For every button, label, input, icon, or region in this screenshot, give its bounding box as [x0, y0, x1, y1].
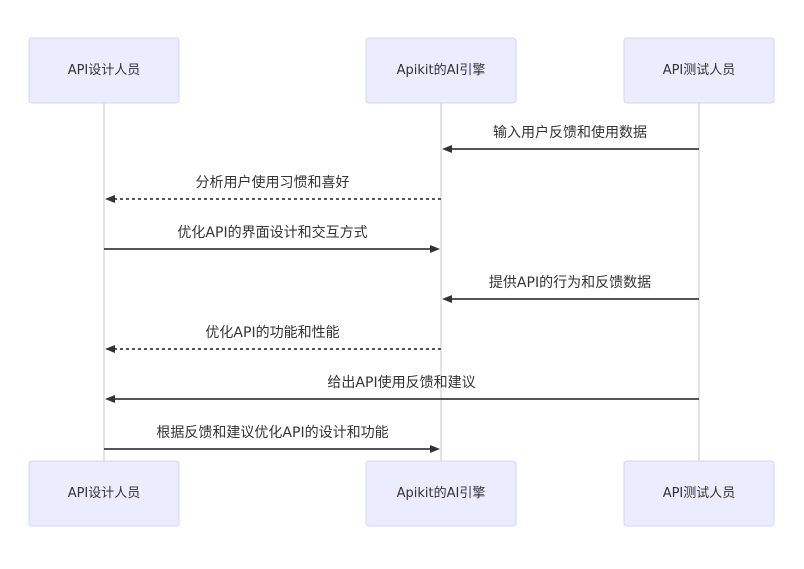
actor-label: API设计人员 — [68, 63, 141, 78]
arrowhead-icon — [430, 245, 440, 253]
actor-designer-bottom: API设计人员 — [28, 460, 180, 527]
actor-box — [365, 460, 517, 527]
message-label: 给出API使用反馈和建议 — [327, 374, 475, 391]
actor-label: Apikit的AI引擎 — [397, 485, 486, 501]
actors-top: API设计人员 Apikit的AI引擎 API测试人员 — [28, 37, 775, 104]
actor-engine-bottom: Apikit的AI引擎 — [365, 460, 517, 527]
actor-box — [623, 460, 775, 527]
actors-bottom: API设计人员 Apikit的AI引擎 API测试人员 — [28, 460, 775, 527]
arrowhead-icon — [430, 445, 440, 453]
actor-box — [623, 37, 775, 104]
actor-label: API测试人员 — [663, 486, 736, 501]
arrowhead-icon — [442, 295, 452, 303]
actor-box — [28, 37, 180, 104]
message-label: 提供API的行为和反馈数据 — [489, 275, 651, 291]
message-label: 分析用户使用习惯和喜好 — [196, 174, 350, 191]
arrowhead-icon — [105, 395, 115, 403]
actor-tester-bottom: API测试人员 — [623, 460, 775, 527]
message-2: 分析用户使用习惯和喜好 — [105, 174, 441, 203]
lifelines — [103, 103, 700, 461]
message-6: 给出API使用反馈和建议 — [105, 374, 699, 403]
arrowhead-icon — [105, 345, 115, 353]
actor-label: API设计人员 — [68, 486, 141, 501]
message-4: 提供API的行为和反馈数据 — [442, 275, 699, 303]
message-label: 输入用户反馈和使用数据 — [493, 124, 647, 141]
message-3: 优化API的界面设计和交互方式 — [104, 224, 440, 253]
message-label: 优化API的功能和性能 — [205, 325, 339, 341]
actor-engine-top: Apikit的AI引擎 — [365, 37, 517, 104]
arrowhead-icon — [105, 195, 115, 203]
actor-box — [28, 460, 180, 527]
message-label: 优化API的界面设计和交互方式 — [177, 224, 367, 241]
actor-label: API测试人员 — [663, 63, 736, 78]
actor-designer-top: API设计人员 — [28, 37, 180, 104]
actor-box — [365, 37, 517, 104]
message-7: 根据反馈和建议优化API的设计和功能 — [104, 425, 440, 453]
messages: 输入用户反馈和使用数据分析用户使用习惯和喜好优化API的界面设计和交互方式提供A… — [104, 124, 699, 453]
actor-label: Apikit的AI引擎 — [397, 62, 486, 78]
message-1: 输入用户反馈和使用数据 — [442, 124, 699, 153]
arrowhead-icon — [442, 145, 452, 153]
actor-tester-top: API测试人员 — [623, 37, 775, 104]
message-label: 根据反馈和建议优化API的设计和功能 — [156, 425, 388, 441]
message-5: 优化API的功能和性能 — [105, 325, 441, 353]
